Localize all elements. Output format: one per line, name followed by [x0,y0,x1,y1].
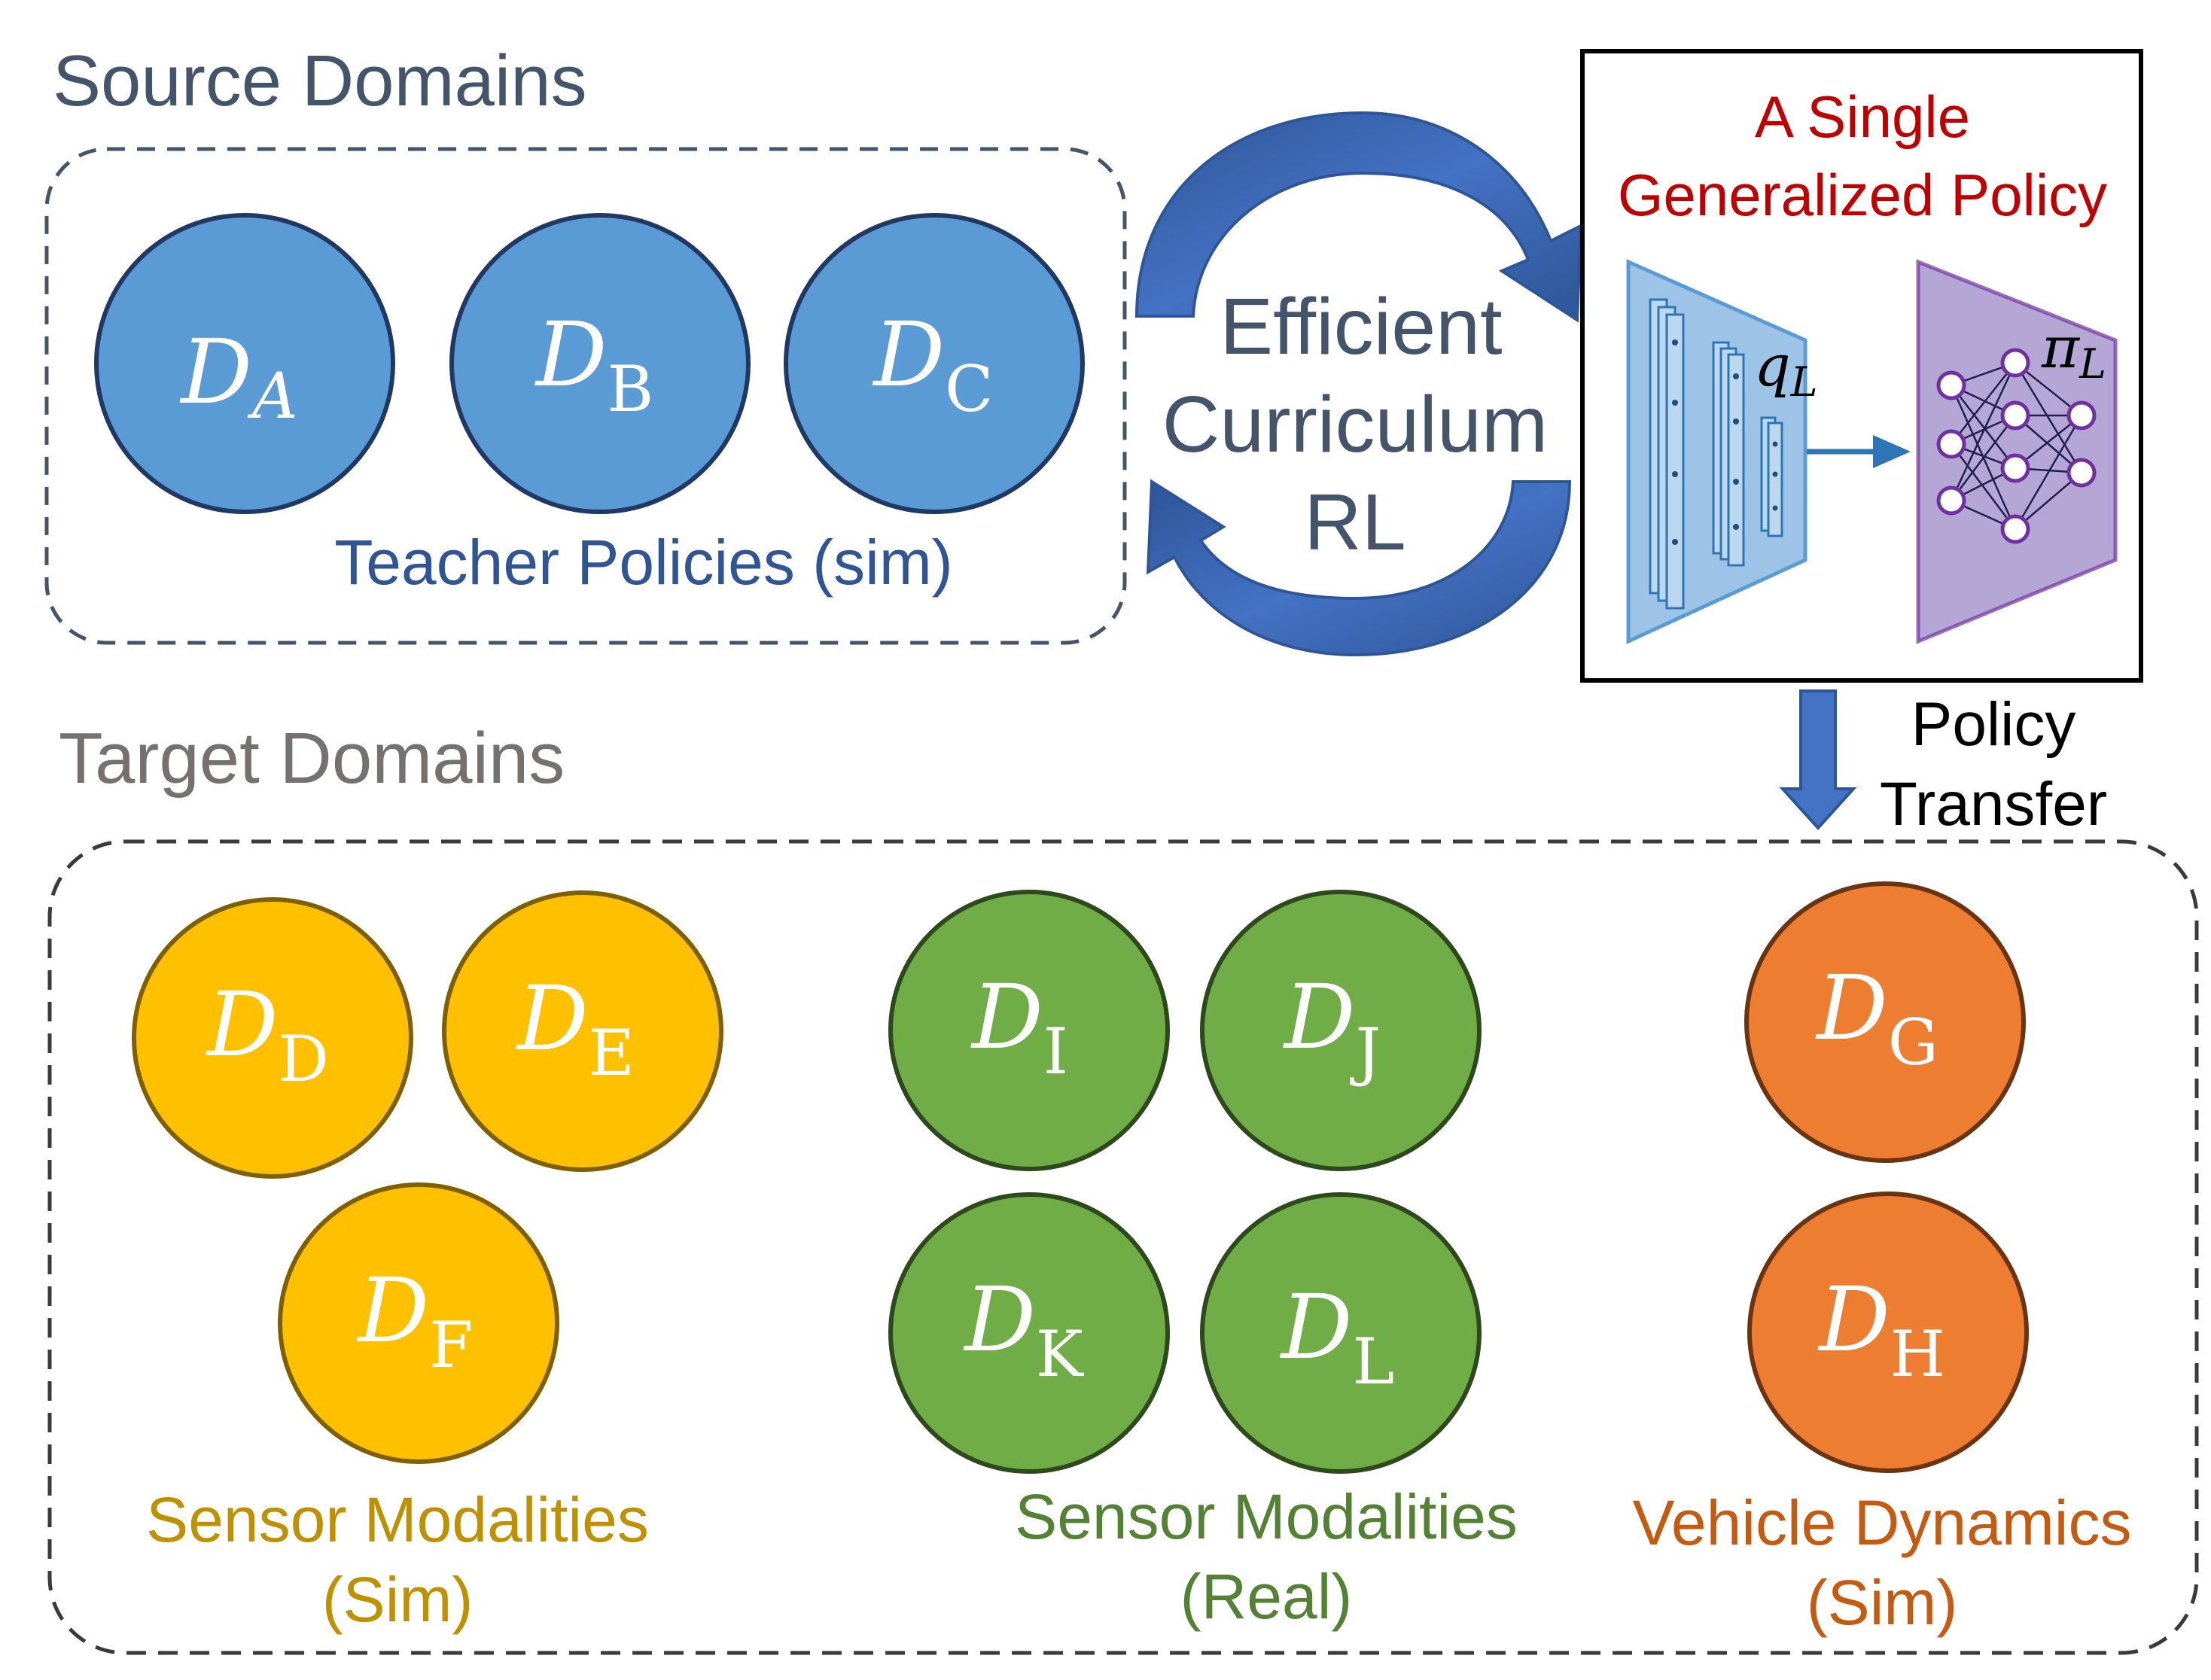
domain-circle-k: DK [888,1192,1170,1474]
domain-circle-d: DD [132,897,413,1179]
domain-circle-shape [1747,1192,2029,1473]
encoder-network-icon [1626,259,1807,644]
encoder-symbol: q [1754,332,1791,399]
policy-transfer-line-1: Policy [1911,690,2076,759]
domain-circle-f: DF [278,1182,559,1464]
domain-subscript: C [945,352,993,426]
curriculum-line-2: Curriculum [1162,380,1548,469]
curriculum-line-3: RL [1304,478,1406,567]
domain-label: DK [963,1268,1085,1391]
encoder-to-actor-arrow [1807,435,1911,468]
vehicle-dynamics-caption-line-2: (Sim) [1807,1567,1958,1638]
domain-subscript: H [1890,1317,1945,1391]
sensor-sim-caption-line-1: Sensor Modalities [146,1484,649,1555]
policy-title-line-1: A Single [1755,84,1970,150]
domain-symbol: D [873,303,946,406]
domain-circle-shape [1744,881,2026,1163]
domain-subscript: E [589,1016,635,1090]
domain-circle-g: DG [1744,881,2026,1163]
sensor-real-caption-line-2: (Real) [1180,1561,1353,1632]
domain-circle-shape [784,213,1085,514]
actor-network-icon [1916,259,2118,644]
domain-circle-b: DB [449,213,751,514]
domain-circle-j: DJ [1200,890,1482,1171]
domain-symbol: D [534,303,608,406]
domain-circle-shape [132,897,413,1179]
domain-circle-e: DE [442,890,723,1172]
policy-transfer-arrow [1779,689,1857,830]
domain-symbol: D [970,965,1043,1069]
domain-circle-shape [1200,1192,1482,1474]
source-caption: Teacher Policies (sim) [334,527,953,598]
domain-label: DE [516,966,635,1090]
domain-label: DD [206,972,329,1096]
target-group-vehicle-dynamics: DG DH Vehicle Dynamics (Sim) [1633,881,2132,1638]
domain-subscript: K [1036,1317,1085,1391]
target-group-sensor-sim: DD DE DF Sensor Modalities (Sim) [132,890,723,1635]
target-domains-title: Target Domains [59,718,565,799]
target-domains-box [47,839,2199,1655]
domain-symbol: D [179,320,252,424]
curriculum-line-1: Efficient [1220,282,1502,371]
domain-symbol: D [1815,956,1888,1060]
target-group-sensor-real: DI DJ DK DL Sensor Modalities (Real) [888,890,1518,1632]
vehicle-dynamics-caption-line-1: Vehicle Dynamics [1633,1487,2132,1558]
domain-symbol: D [516,966,589,1070]
actor-subscript: L [2079,340,2106,388]
domain-symbol: D [1283,965,1356,1069]
domain-label: DI [970,965,1068,1088]
policy-transfer-line-2: Transfer [1880,770,2107,838]
domain-label: DH [1817,1268,1945,1391]
domain-symbol: D [1280,1275,1353,1379]
domain-circle-shape [888,1192,1170,1474]
domain-label: DC [873,303,994,426]
domain-symbol: D [357,1258,430,1362]
domain-subscript: G [1888,1006,1938,1079]
domain-label: DA [179,320,297,433]
sensor-sim-caption-line-2: (Sim) [322,1564,474,1635]
policy-title-line-2: Generalized Policy [1618,162,2107,228]
domain-circle-shape [1200,890,1482,1171]
domain-circle-i: DI [888,890,1170,1171]
domain-subscript: L [1352,1325,1394,1398]
domain-subscript: F [429,1308,473,1382]
domain-symbol: D [963,1268,1036,1371]
domain-circle-h: DH [1747,1192,2029,1473]
sensor-real-caption-line-1: Sensor Modalities [1015,1481,1518,1552]
domain-circle-shape [449,213,751,514]
domain-subscript: B [607,352,653,426]
curriculum-cycle-arrows [1134,111,1583,657]
domain-label: DB [534,303,653,426]
source-domains-title: Source Domains [53,41,587,121]
domain-label: DG [1815,956,1938,1079]
domain-circle-a: DA [94,213,395,514]
domain-label: DL [1280,1275,1394,1398]
encoder-subscript: L [1790,358,1818,406]
domain-subscript: A [247,359,298,433]
domain-label: DF [357,1258,474,1382]
domain-circle-c: DC [784,213,1085,514]
domain-circle-shape [94,213,395,514]
domain-symbol: D [1817,1268,1890,1371]
curriculum-label: Efficient Curriculum RL [1162,282,1548,567]
domain-circle-shape [442,890,723,1172]
domain-circle-shape [278,1182,559,1464]
source-domains-box [44,147,1127,645]
top-cycle-arrow [1134,111,1583,323]
actor-label: πL [2041,314,2106,388]
domain-circle-shape [888,890,1170,1171]
domain-symbol: D [206,972,279,1076]
bottom-cycle-arrow [1146,479,1572,657]
domain-subscript: D [279,1022,329,1096]
encoder-label: qL [1754,332,1818,406]
actor-symbol: π [2041,314,2081,381]
domain-circle-l: DL [1200,1192,1482,1474]
source-domain-circles: DA DB DC [94,213,1085,514]
domain-subscript: I [1043,1015,1068,1088]
